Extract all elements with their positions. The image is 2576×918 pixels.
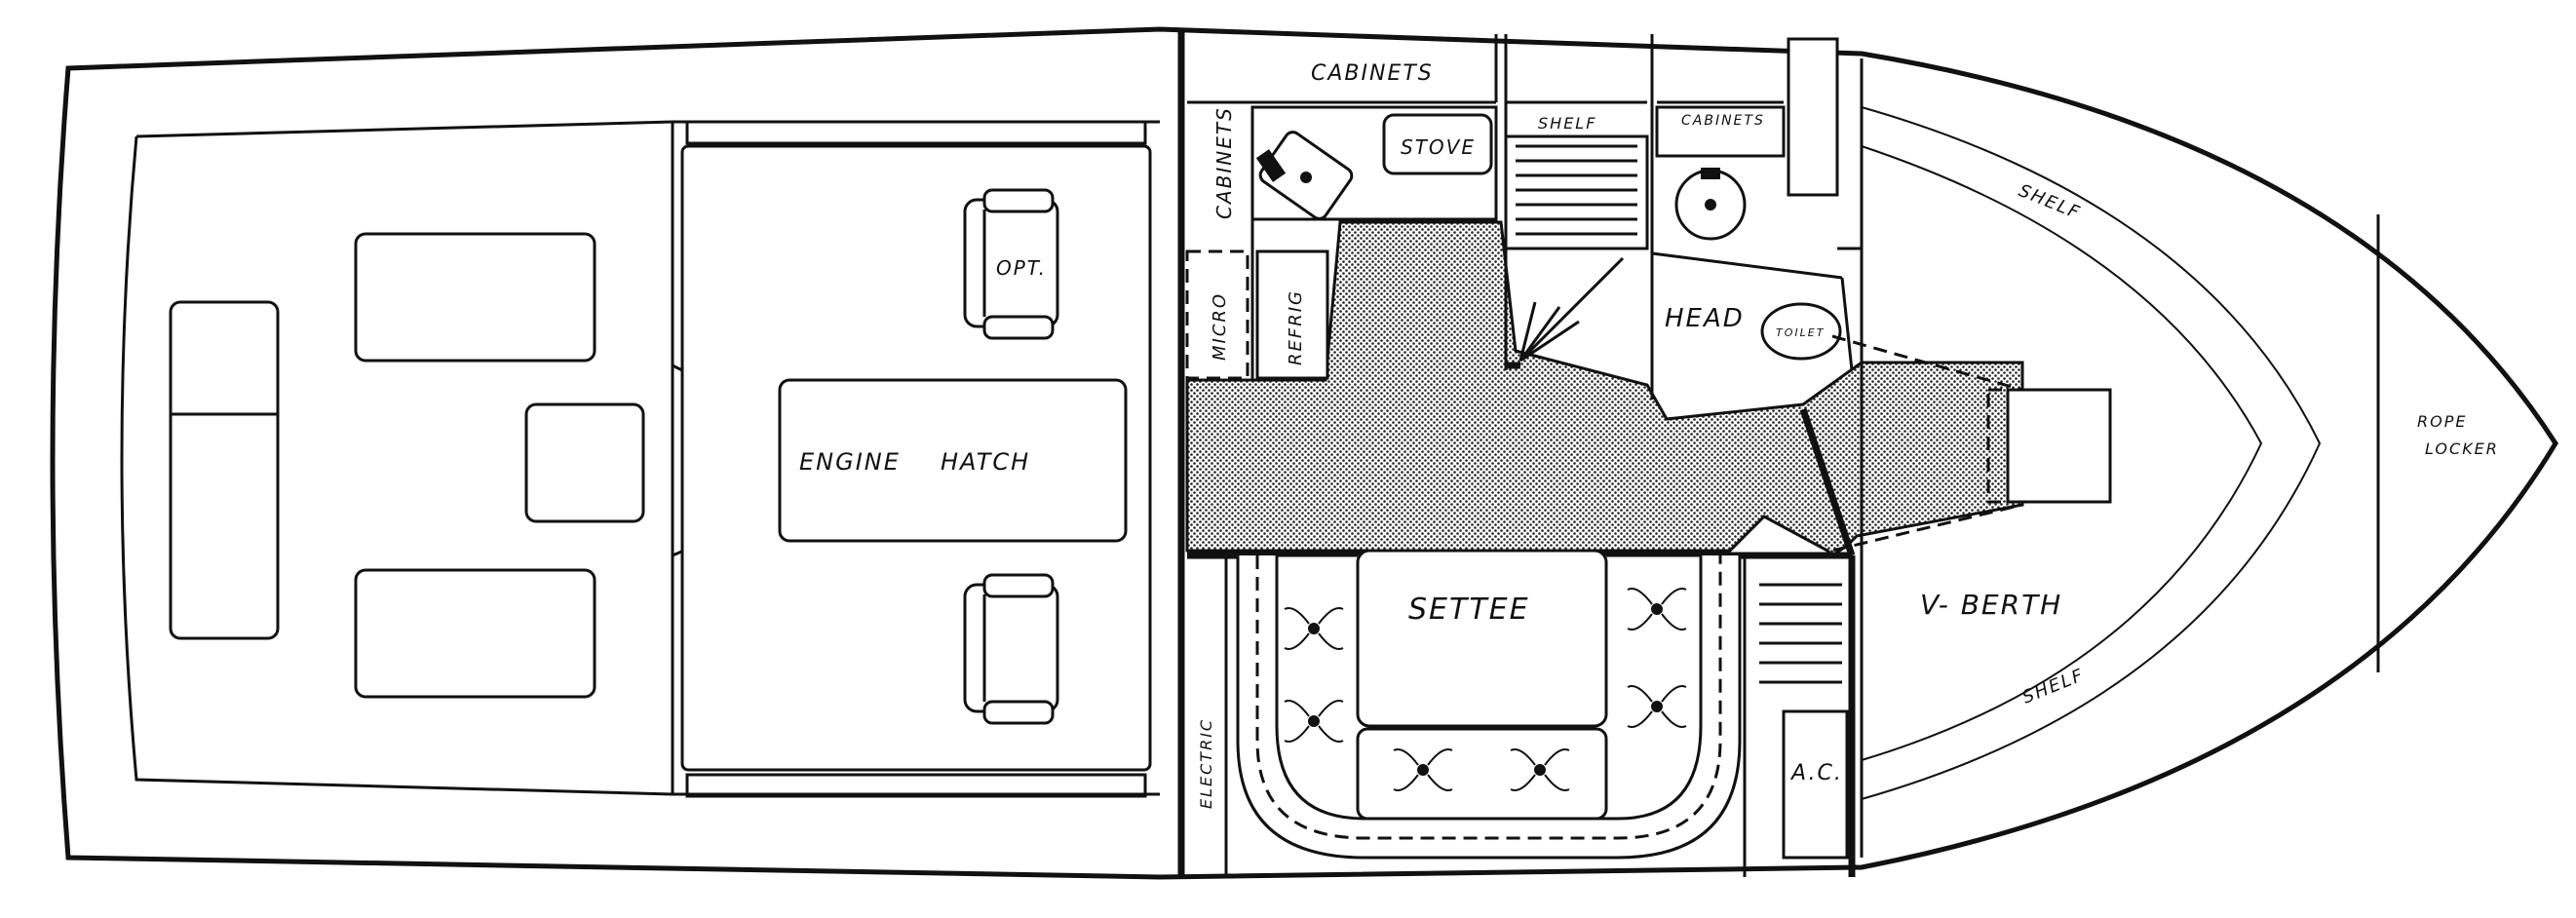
refrig-label: REFRIG xyxy=(1286,289,1306,365)
shelf-top-label: SHELF xyxy=(1538,114,1596,133)
engine-label: ENGINE xyxy=(799,448,901,476)
microwave xyxy=(1185,249,1250,380)
stove-label: STOVE xyxy=(1401,135,1476,159)
ac-unit xyxy=(1782,709,1849,860)
cabinets-side-label: CABINETS xyxy=(1212,106,1236,219)
stove xyxy=(1382,113,1493,175)
cabinets-head-label: CABINETS xyxy=(1681,113,1765,129)
cockpit-hatch-bottom xyxy=(354,568,596,699)
toilet: TOILET xyxy=(1760,302,1842,361)
v-berth-label: V- BERTH xyxy=(1920,589,2062,621)
head: CABINETS HEAD TOILET xyxy=(1650,34,1854,400)
head-label: HEAD xyxy=(1665,304,1745,333)
toilet-label: TOILET xyxy=(1776,326,1825,339)
filler-cushion xyxy=(2006,388,2112,504)
ac-label: A.C. xyxy=(1789,761,1843,785)
rope-label: ROPE xyxy=(2417,412,2467,431)
head-locker xyxy=(1787,37,1839,197)
cockpit-center-hatch xyxy=(524,402,645,523)
opt-label: OPT. xyxy=(996,256,1047,280)
settee-label: SETTEE xyxy=(1408,593,1530,627)
deck-inner-line xyxy=(120,120,673,796)
engine-hatch xyxy=(778,378,1128,543)
galley-sink xyxy=(1255,131,1354,220)
locker-label: LOCKER xyxy=(2425,440,2499,458)
companionway: SHELF xyxy=(1504,34,1649,370)
hatch-label: HATCH xyxy=(941,448,1030,476)
cockpit-hatch-top xyxy=(354,232,596,363)
cushion-tufts xyxy=(1284,588,1687,791)
electric-label: ELECTRIC xyxy=(1197,718,1215,809)
helm-seat xyxy=(963,573,1059,725)
aft-step-bottom xyxy=(685,773,1147,798)
head-sink xyxy=(1674,168,1747,241)
aft-seat xyxy=(169,300,280,640)
door-swing xyxy=(1519,256,1625,363)
settee-front-cushion xyxy=(1356,727,1608,821)
aft-step-top xyxy=(685,120,1147,145)
optional-helm-seat: OPT. xyxy=(963,188,1059,340)
refrigerator xyxy=(1255,249,1329,380)
lower-cabin: ELECTRIC SETTEE A.C. xyxy=(1187,549,1856,877)
cabinets-top-label: CABINETS xyxy=(1311,61,1434,86)
galley: CABINETS CABINETS STOVE MICRO REFRIG xyxy=(1185,34,1498,380)
settee-table xyxy=(1356,549,1608,728)
cockpit-area: ENGINE HATCH OPT. xyxy=(169,120,1160,798)
micro-label: MICRO xyxy=(1210,292,1230,361)
stairs xyxy=(1516,144,1637,236)
steps-forward xyxy=(1759,583,1842,684)
